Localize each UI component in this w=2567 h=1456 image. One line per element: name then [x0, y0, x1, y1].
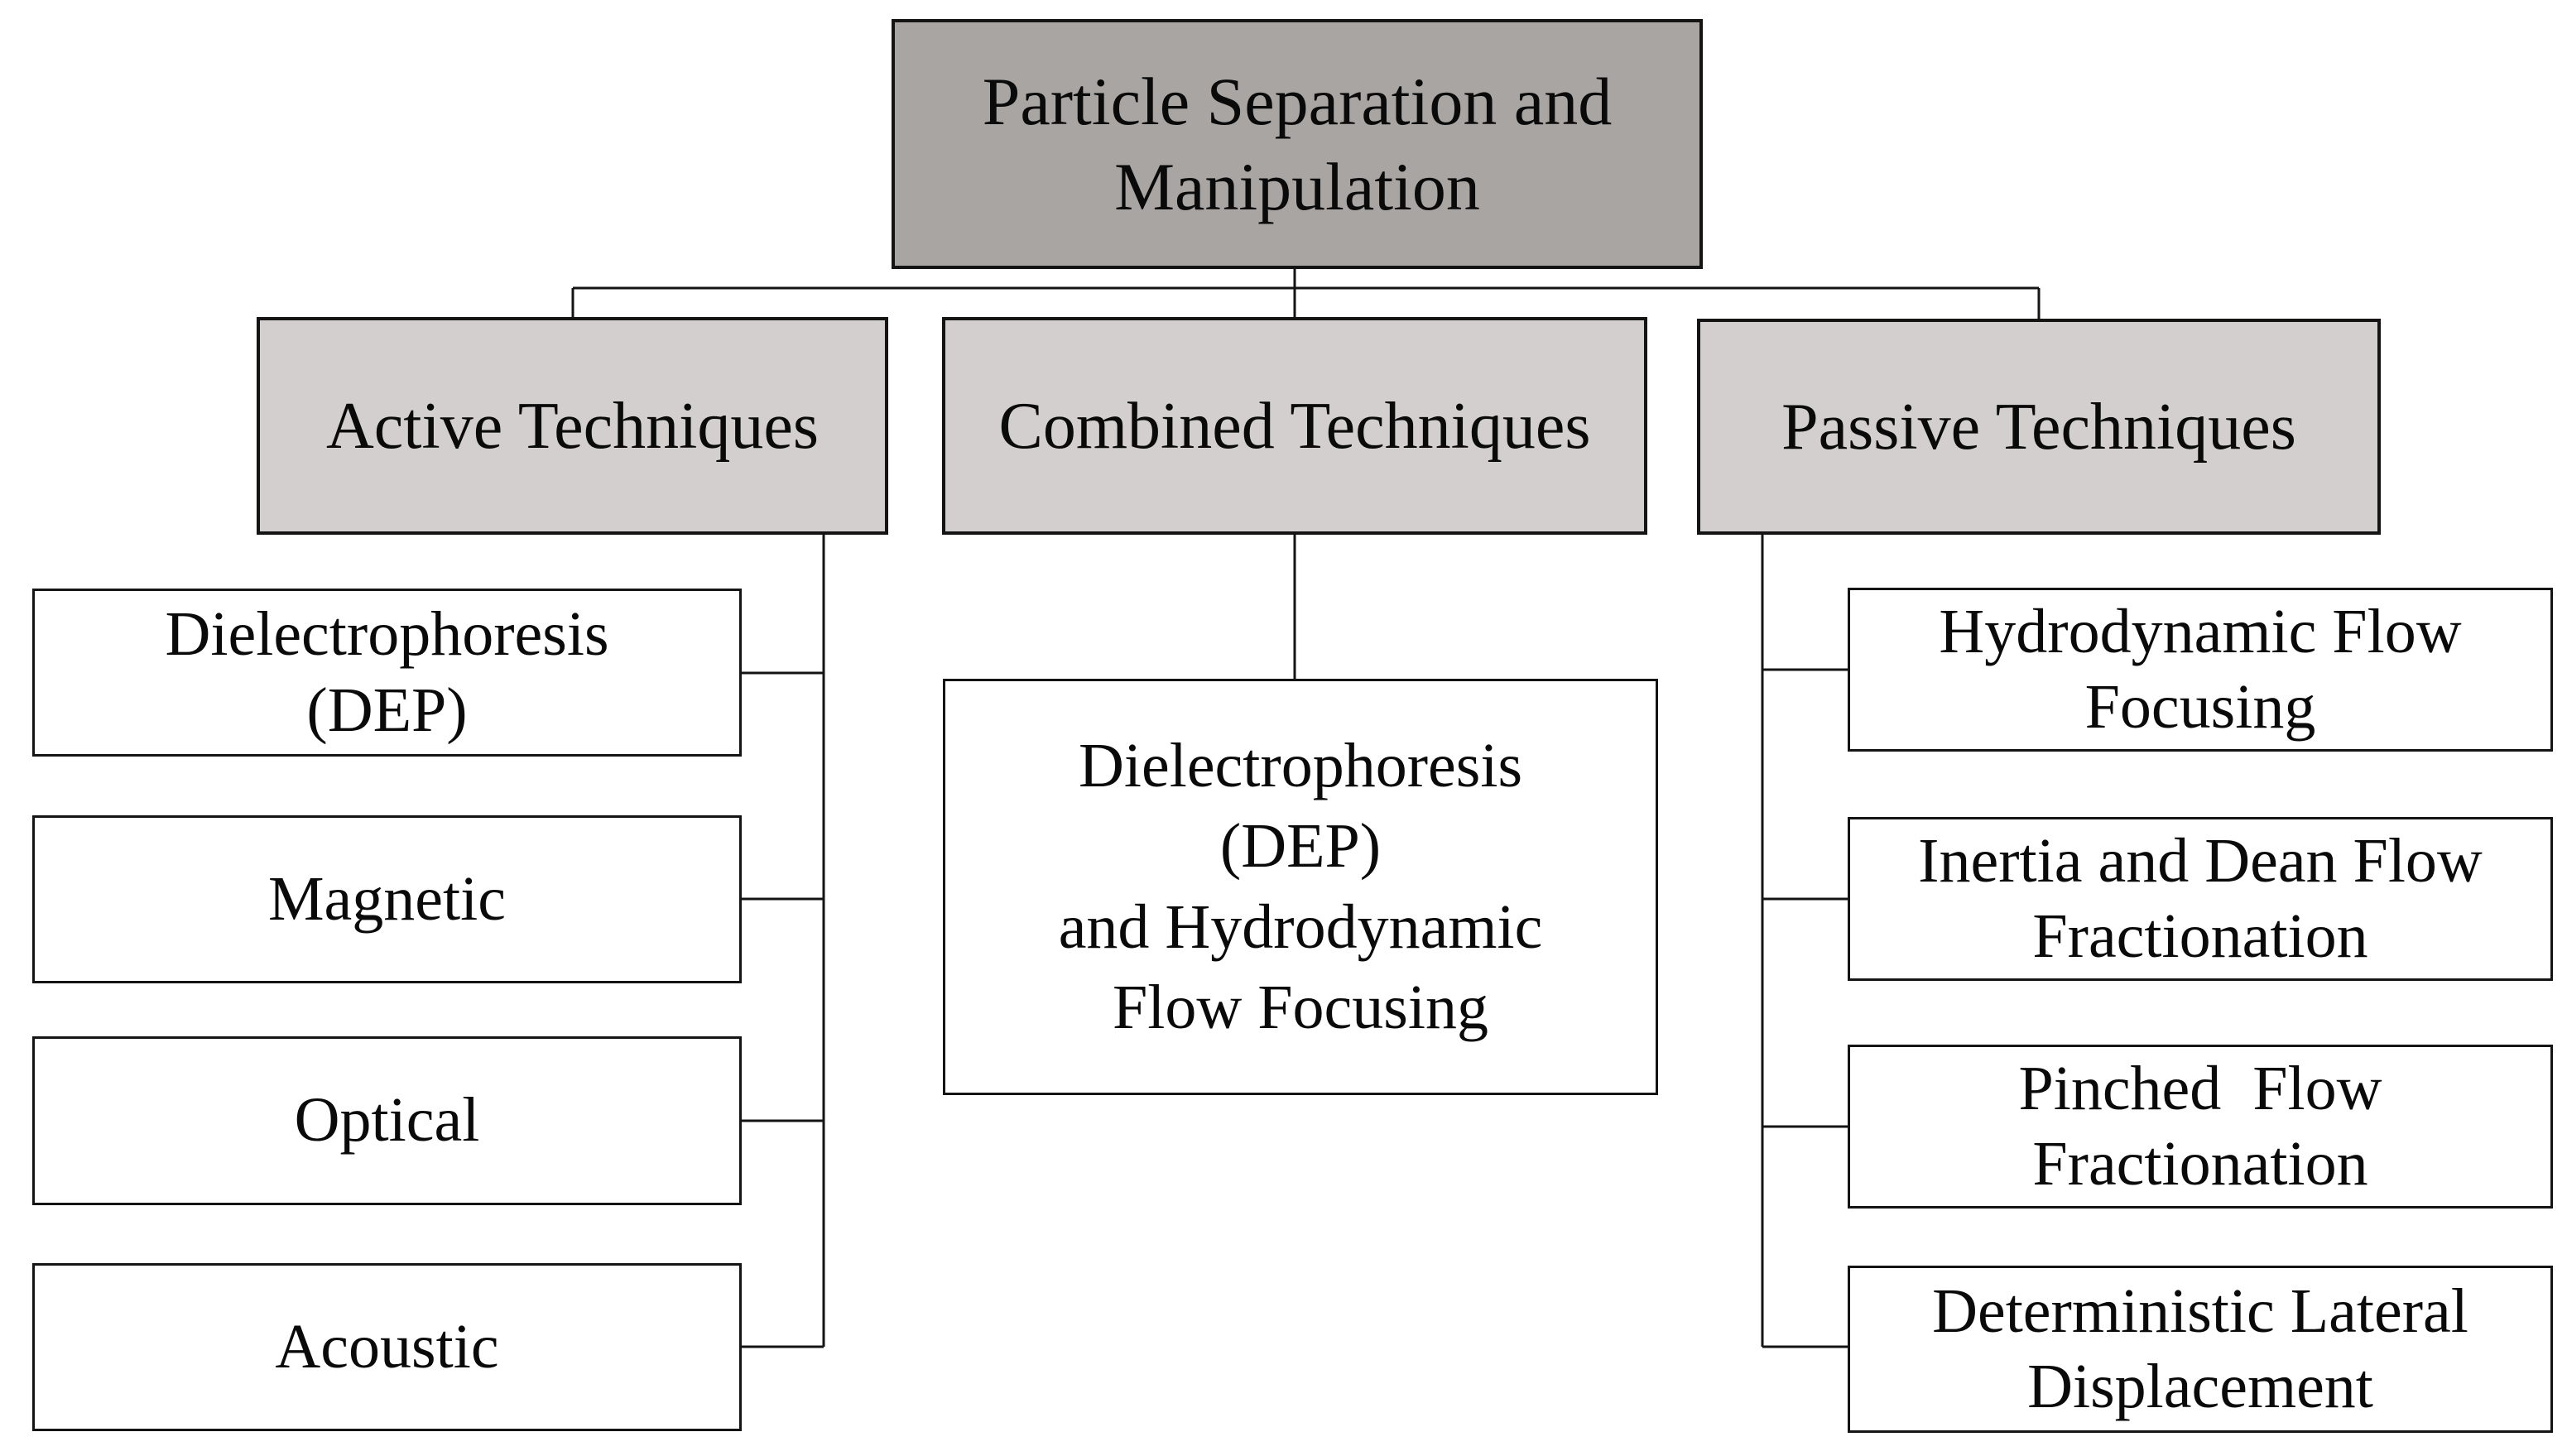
- node-leaf-dep-and-hydrodynamic: Dielectrophoresis (DEP) and Hydrodynamic…: [943, 679, 1658, 1095]
- node-root-label: Particle Separation and Manipulation: [982, 63, 1613, 224]
- node-branch-label: Combined Techniques: [998, 389, 1591, 463]
- node-leaf-inertia-dean-flow: Inertia and Dean Flow Fractionation: [1848, 817, 2553, 981]
- node-branch-combined-techniques: Combined Techniques: [942, 317, 1647, 535]
- node-leaf-hydrodynamic-flow-focusing: Hydrodynamic Flow Focusing: [1848, 588, 2553, 752]
- node-branch-label: Active Techniques: [326, 389, 819, 463]
- node-leaf-label: Dielectrophoresis (DEP) and Hydrodynamic…: [1058, 730, 1543, 1042]
- node-leaf-label: Deterministic Lateral Displacement: [1932, 1276, 2468, 1421]
- node-leaf-label: Inertia and Dean Flow Fractionation: [1918, 825, 2483, 971]
- node-leaf-pinched-flow: Pinched Flow Fractionation: [1848, 1045, 2553, 1209]
- node-leaf-label: Hydrodynamic Flow Focusing: [1939, 596, 2462, 742]
- node-leaf-deterministic-lateral-displacement: Deterministic Lateral Displacement: [1848, 1266, 2553, 1433]
- node-leaf-label: Pinched Flow Fractionation: [2018, 1053, 2382, 1199]
- node-leaf-magnetic: Magnetic: [32, 815, 742, 983]
- node-leaf-label: Dielectrophoresis (DEP): [165, 599, 609, 745]
- node-branch-passive-techniques: Passive Techniques: [1697, 319, 2381, 535]
- node-leaf-label: Optical: [294, 1085, 480, 1156]
- node-leaf-acoustic: Acoustic: [32, 1263, 742, 1431]
- node-leaf-optical: Optical: [32, 1036, 742, 1205]
- node-branch-active-techniques: Active Techniques: [257, 317, 888, 535]
- node-root-particle-separation: Particle Separation and Manipulation: [892, 19, 1703, 269]
- node-leaf-dielectrophoresis: Dielectrophoresis (DEP): [32, 589, 742, 757]
- node-leaf-label: Acoustic: [275, 1311, 499, 1382]
- node-branch-label: Passive Techniques: [1781, 390, 2296, 464]
- node-leaf-label: Magnetic: [267, 863, 506, 934]
